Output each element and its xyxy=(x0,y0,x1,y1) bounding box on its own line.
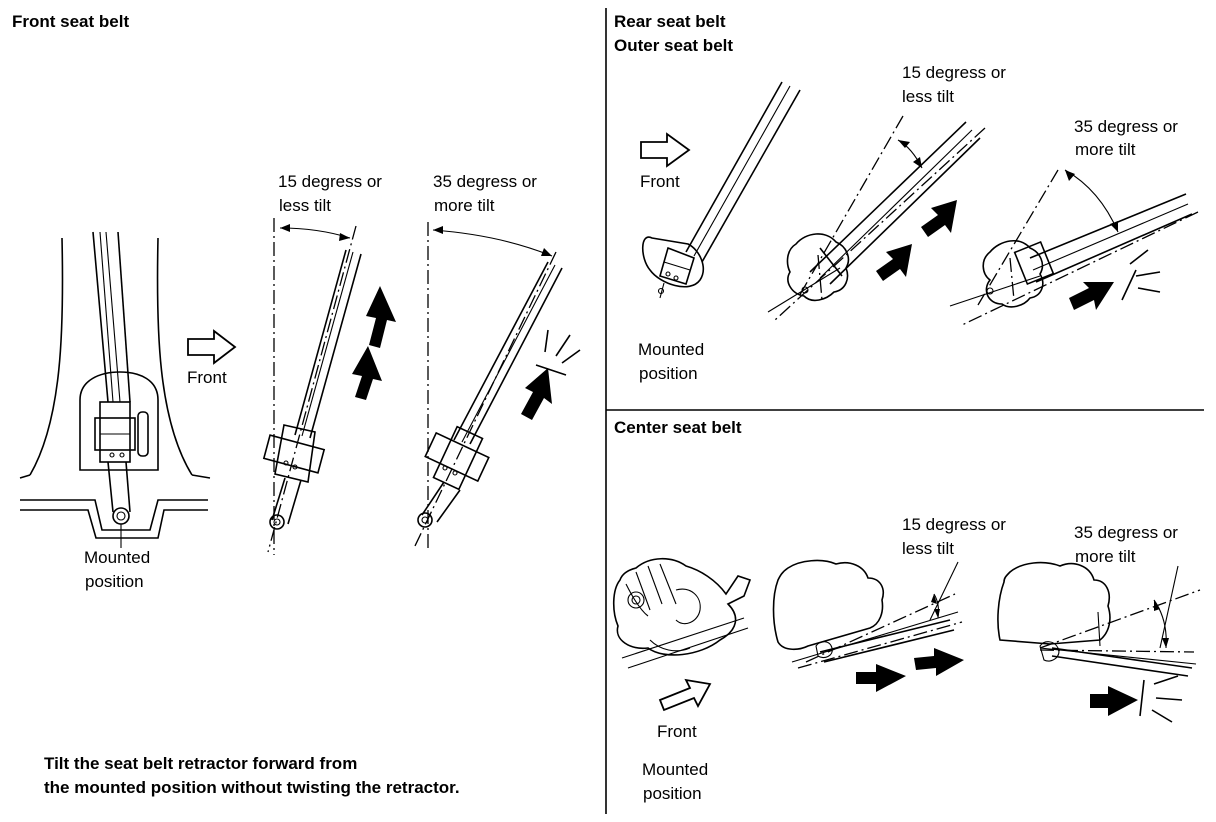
rear-outer-mounted-label-line2: position xyxy=(639,364,698,383)
front-direction-arrow-icon xyxy=(187,329,237,365)
center-mounted-label-line1: Mounted xyxy=(642,760,709,779)
rear-outer-front-direction-arrow-icon xyxy=(640,132,691,168)
front-tilt15-label-line1: 15 degress or xyxy=(278,172,382,191)
center-mounted-label-line2: position xyxy=(643,784,702,803)
front-direction-label: Front xyxy=(187,368,227,387)
rear-outer-15-degree-tilt-illustration xyxy=(767,115,986,321)
rear-outer-tilt35-label-line2: more tilt xyxy=(1075,140,1136,159)
center-15-arrow-right-icon xyxy=(914,648,964,676)
center-tilt15-label-line1: 15 degress or xyxy=(902,515,1006,534)
front-15-degree-tilt-illustration xyxy=(262,218,362,555)
center-15-degree-tilt-illustration xyxy=(772,559,963,669)
center-tilt35-label-line1: 35 degress or xyxy=(1074,523,1178,542)
front-instruction-line2: the mounted position without twisting th… xyxy=(44,778,460,797)
rear-outer-35-degree-tilt-illustration xyxy=(949,169,1199,327)
front-15-lower-arrow-icon xyxy=(352,346,382,400)
center-35-degree-tilt-illustration xyxy=(997,561,1201,723)
center-direction-label: Front xyxy=(657,722,697,741)
center-mounted-retractor-illustration xyxy=(612,557,752,669)
rear-section-title: Rear seat belt xyxy=(614,12,726,31)
front-15-upper-arrow-icon xyxy=(366,286,396,348)
front-35-arrow-icon xyxy=(521,368,552,420)
front-tilt15-label-line2: less tilt xyxy=(279,196,331,215)
center-tilt15-label-line2: less tilt xyxy=(902,539,954,558)
rear-outer-mounted-label-line1: Mounted xyxy=(638,340,705,359)
rear-outer-tilt35-label-line1: 35 degress or xyxy=(1074,117,1178,136)
center-tilt35-label-line2: more tilt xyxy=(1075,547,1136,566)
front-tilt35-label-line2: more tilt xyxy=(434,196,495,215)
rear-outer-section-subtitle: Outer seat belt xyxy=(614,36,734,55)
rear-outer-15-arrow-lower-icon xyxy=(876,244,912,281)
rear-outer-mounted-retractor-illustration xyxy=(641,81,801,299)
front-35-degree-tilt-illustration xyxy=(413,222,581,549)
rear-outer-direction-label: Front xyxy=(640,172,680,191)
rear-outer-tilt15-label-line1: 15 degress or xyxy=(902,63,1006,82)
front-instruction-line1: Tilt the seat belt retractor forward fro… xyxy=(44,754,358,773)
rear-outer-35-arrow-icon xyxy=(1069,282,1114,310)
front-mounted-retractor-illustration xyxy=(19,231,211,548)
center-35-arrow-icon xyxy=(1090,686,1138,716)
front-mounted-label-line2: position xyxy=(85,572,144,591)
center-15-arrow-left-icon xyxy=(856,664,906,692)
front-section-title: Front seat belt xyxy=(12,12,130,31)
front-tilt35-label-line1: 35 degress or xyxy=(433,172,537,191)
rear-outer-tilt15-label-line2: less tilt xyxy=(902,87,954,106)
center-section-title: Center seat belt xyxy=(614,418,742,437)
rear-outer-15-arrow-upper-icon xyxy=(921,200,957,237)
front-mounted-label-line1: Mounted xyxy=(84,548,151,567)
center-front-direction-arrow-icon xyxy=(658,678,712,712)
